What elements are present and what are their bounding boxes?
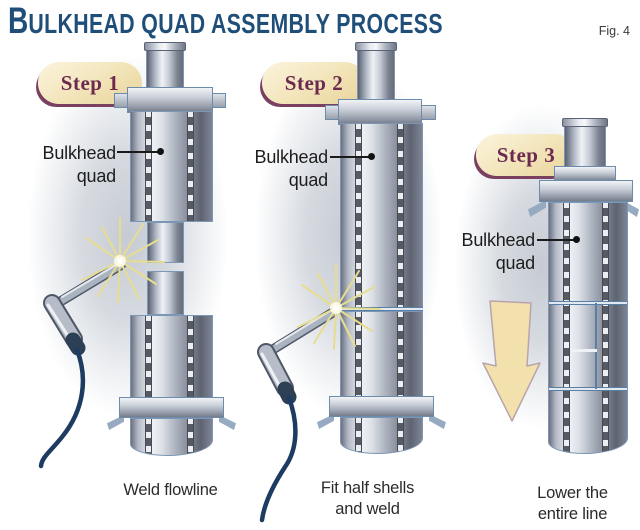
- lowering-clamp-step3: [539, 180, 633, 202]
- rivet-seam-icon: [187, 112, 194, 221]
- bulkhead-quad-lower-step1: [130, 315, 213, 400]
- title-text: ULKHEAD QUAD ASSEMBLY PROCESS: [28, 8, 443, 39]
- pipe-bottom-step2: [340, 417, 423, 454]
- label-pointer: [117, 151, 159, 153]
- figure-title: BULKHEAD QUAD ASSEMBLY PROCESS: [8, 2, 443, 40]
- flange-tab-right-step2: [421, 105, 436, 120]
- rivet-seam-icon: [397, 124, 404, 307]
- rivet-seam-icon: [145, 316, 152, 399]
- title-initial-letter: B: [8, 0, 29, 41]
- section-seam-step3: [549, 387, 627, 391]
- rivet-seam-icon: [145, 112, 152, 221]
- bulkhead-quad-upper-step1: [130, 111, 213, 222]
- pipe-rim-step3: [562, 118, 608, 127]
- clamp-band-step1: [119, 397, 224, 418]
- weld-tick-step3: [571, 349, 597, 352]
- flowline-lower-step1: [147, 271, 184, 315]
- part-label-step1: Bulkhead quad: [42, 143, 117, 187]
- label-pointer-dot: [573, 236, 580, 243]
- half-shell-weld-seam-step2: [340, 307, 423, 311]
- flange-tab-right-step1: [211, 93, 226, 108]
- bulkhead-quad-step3: [548, 202, 628, 454]
- pipe-bottom-step1: [130, 418, 213, 456]
- label-pointer-dot: [157, 148, 164, 155]
- label-pointer: [537, 239, 575, 241]
- caption-step3: Lower the entire line: [537, 484, 608, 524]
- pipe-rim-step2: [355, 42, 397, 51]
- part-label-step3: Bulkhead quad: [461, 230, 536, 274]
- rivet-seam-icon: [397, 418, 404, 453]
- flange-step1: [127, 87, 213, 113]
- step-3-badge-label: Step 3: [496, 142, 556, 167]
- rivet-seam-icon: [397, 312, 404, 398]
- bulkhead-quad-upper-step2: [340, 123, 423, 308]
- pipe-rim-step1: [144, 42, 186, 51]
- flowline-upper-step1: [147, 222, 184, 263]
- caption-step1: Weld flowline: [123, 481, 218, 499]
- half-shell-joint-step3: [595, 303, 597, 389]
- step-2-badge-label: Step 2: [284, 70, 344, 95]
- rivet-seam-icon: [187, 419, 194, 455]
- clamp-band-step2: [329, 396, 434, 417]
- rivet-seam-icon: [355, 418, 362, 453]
- rivet-seam-icon: [145, 419, 152, 455]
- part-label-step2: Bulkhead quad: [254, 147, 329, 191]
- step-1-badge-label: Step 1: [60, 70, 120, 95]
- rivet-seam-icon: [563, 203, 570, 453]
- pipe-stub-step1: [144, 42, 186, 92]
- section-seam-step3: [549, 301, 627, 305]
- bulkhead-quad-lower-step2: [340, 311, 423, 399]
- label-pointer: [330, 156, 370, 158]
- label-pointer-dot: [368, 153, 375, 160]
- figure-number-label: Fig. 4: [598, 24, 630, 38]
- rivet-seam-icon: [187, 316, 194, 399]
- rivet-seam-icon: [355, 312, 362, 398]
- rivet-seam-icon: [602, 203, 609, 453]
- step-2-badge: Step 2: [262, 62, 366, 104]
- pipe-stub-step2: [355, 42, 397, 102]
- caption-step2: Fit half shells and weld: [320, 479, 415, 519]
- flange-step2: [338, 99, 422, 125]
- rivet-seam-icon: [355, 124, 362, 307]
